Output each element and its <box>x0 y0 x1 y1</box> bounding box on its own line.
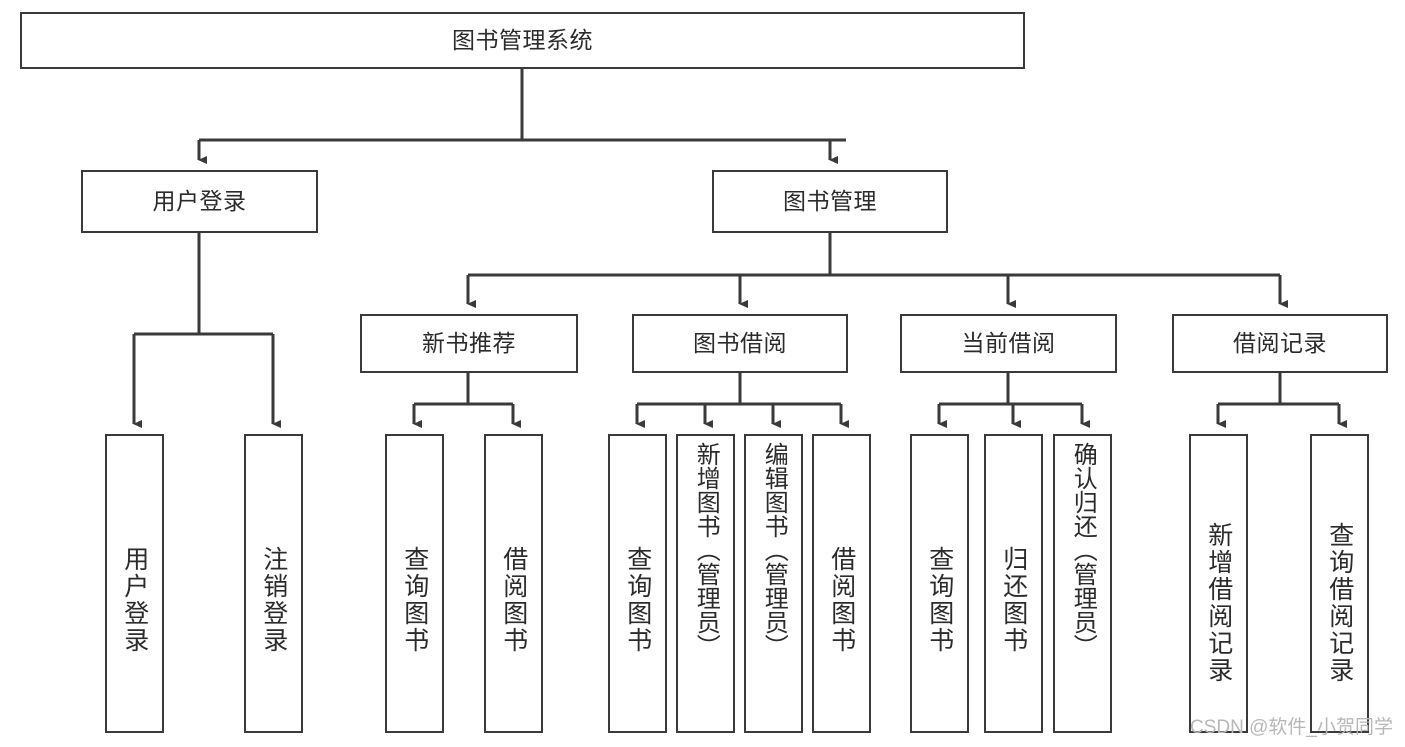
node-leaf-borrow-book-2-label: 借阅图书 <box>827 546 856 654</box>
node-leaf-borrow-book-2[interactable]: 借阅图书 <box>812 434 871 733</box>
node-leaf-return-book[interactable]: 归还图书 <box>984 434 1043 733</box>
node-current-borrow-label: 当前借阅 <box>961 330 1056 357</box>
node-book-borrow[interactable]: 图书借阅 <box>632 314 848 373</box>
node-leaf-add-record-label: 新增借阅记录 <box>1204 522 1233 684</box>
node-leaf-confirm-return-label: 确认归还（管理员） <box>1069 442 1097 658</box>
node-root[interactable]: 图书管理系统 <box>20 12 1025 69</box>
node-book-manage-label: 图书管理 <box>783 188 877 215</box>
node-user-login[interactable]: 用户登录 <box>81 170 318 233</box>
node-leaf-edit-book-label: 编辑图书（管理员） <box>760 442 788 658</box>
node-book-manage[interactable]: 图书管理 <box>712 170 948 233</box>
node-borrow-record[interactable]: 借阅记录 <box>1172 314 1388 373</box>
node-leaf-query-book-3-label: 查询图书 <box>925 546 954 654</box>
node-leaf-query-book-2[interactable]: 查询图书 <box>608 434 667 733</box>
node-book-borrow-label: 图书借阅 <box>693 330 787 357</box>
node-root-label: 图书管理系统 <box>452 27 593 54</box>
node-leaf-edit-book[interactable]: 编辑图书（管理员） <box>744 434 803 733</box>
node-leaf-user-login[interactable]: 用户登录 <box>105 434 164 733</box>
node-leaf-query-book-2-label: 查询图书 <box>623 546 652 654</box>
node-leaf-add-book-label: 新增图书（管理员） <box>692 442 720 658</box>
node-leaf-return-book-label: 归还图书 <box>999 546 1028 654</box>
node-leaf-query-book-1[interactable]: 查询图书 <box>385 434 444 733</box>
node-leaf-user-login-label: 用户登录 <box>120 546 149 654</box>
node-leaf-query-book-1-label: 查询图书 <box>400 546 429 654</box>
node-leaf-logout[interactable]: 注销登录 <box>244 434 303 733</box>
node-leaf-query-record-label: 查询借阅记录 <box>1325 522 1354 684</box>
node-borrow-record-label: 借阅记录 <box>1233 330 1327 357</box>
node-leaf-borrow-book-1[interactable]: 借阅图书 <box>484 434 543 733</box>
node-leaf-logout-label: 注销登录 <box>259 546 288 654</box>
node-leaf-query-book-3[interactable]: 查询图书 <box>910 434 969 733</box>
node-leaf-add-book[interactable]: 新增图书（管理员） <box>676 434 735 733</box>
node-user-login-label: 用户登录 <box>152 188 247 215</box>
node-current-borrow[interactable]: 当前借阅 <box>900 314 1117 373</box>
node-leaf-borrow-book-1-label: 借阅图书 <box>499 546 528 654</box>
node-leaf-confirm-return[interactable]: 确认归还（管理员） <box>1053 434 1112 733</box>
watermark: CSDN @软件_小贺同学 <box>1190 717 1393 738</box>
node-leaf-query-record[interactable]: 查询借阅记录 <box>1310 434 1369 733</box>
node-new-book-rec[interactable]: 新书推荐 <box>360 314 578 373</box>
node-leaf-add-record[interactable]: 新增借阅记录 <box>1189 434 1248 733</box>
node-new-book-rec-label: 新书推荐 <box>422 330 516 357</box>
